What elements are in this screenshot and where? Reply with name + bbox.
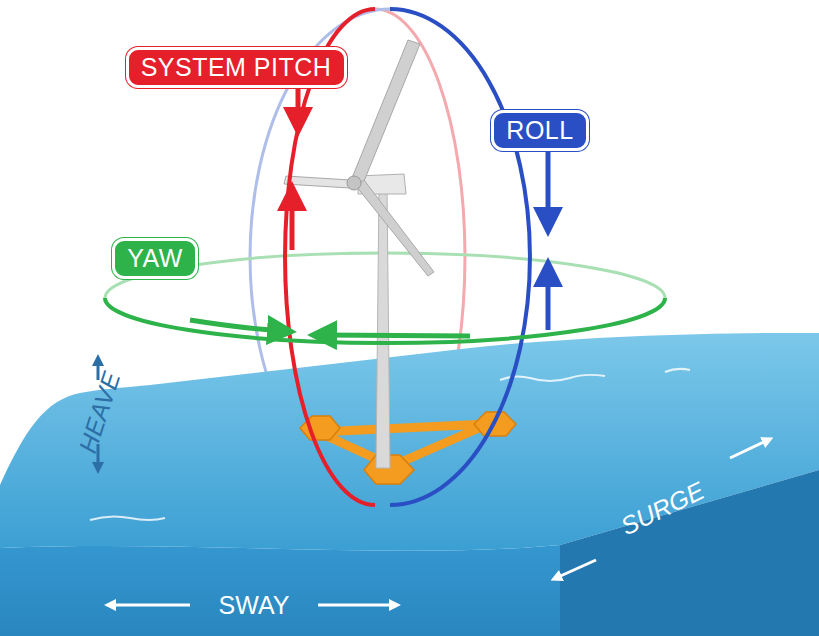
- motion-label: YAW: [127, 244, 183, 273]
- motion-label: SYSTEM PITCH: [141, 53, 332, 82]
- motion-label: ROLL: [506, 116, 573, 145]
- yaw-label-box: YAW: [112, 238, 198, 279]
- pitch-label-box: SYSTEM PITCH: [126, 47, 347, 88]
- roll-label-box: ROLL: [491, 110, 589, 151]
- sway-label: SWAY: [219, 591, 290, 620]
